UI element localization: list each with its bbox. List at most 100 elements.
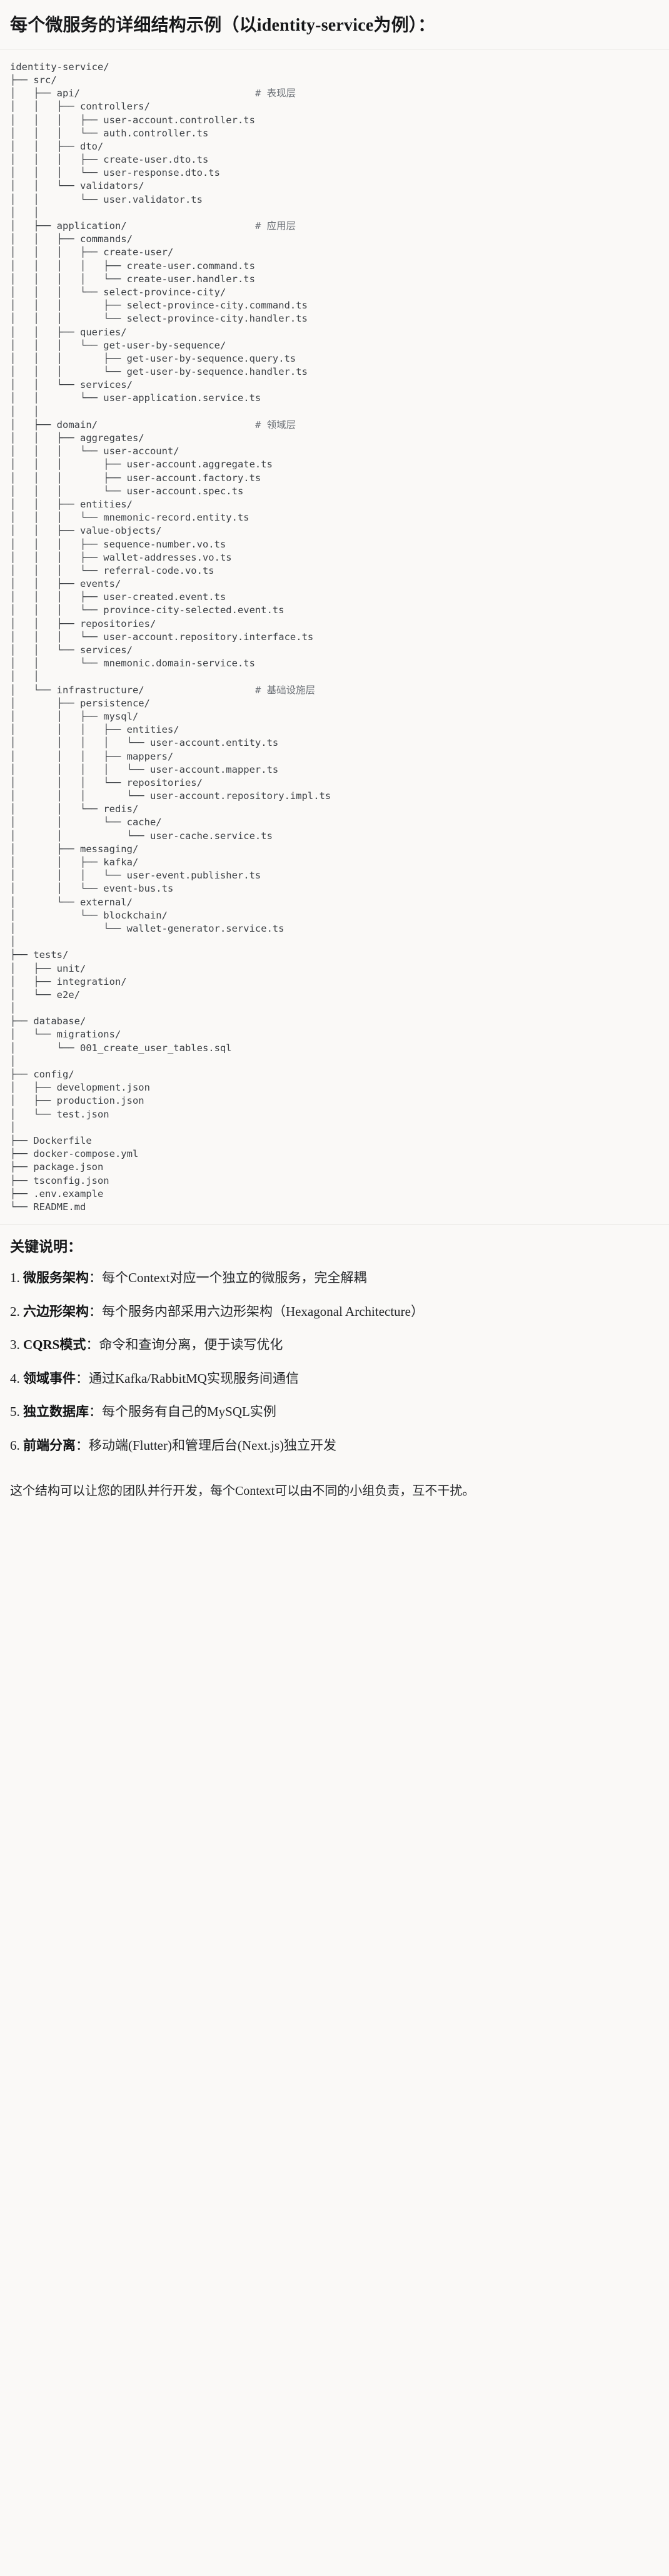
key-point-description: 每个服务有自己的MySQL实例 — [102, 1404, 276, 1420]
tree-line-path: │ │ └── redis/ — [10, 803, 139, 815]
tree-line: │ │ │ ├── create-user/ — [10, 246, 659, 259]
tree-line-path: │ └── migrations/ — [10, 1029, 121, 1041]
tree-line: │ — [10, 1002, 659, 1015]
tree-line-comment: # 应用层 — [254, 220, 296, 232]
tree-line-path: │ ├── application/ — [10, 220, 127, 232]
tree-line: │ └── infrastructure/ # 基础设施层 — [10, 684, 659, 697]
tree-line-path: │ │ │ └── user-account/ — [10, 445, 179, 457]
tree-line: │ │ │ ├── user-created.event.ts — [10, 591, 659, 604]
tree-line: │ │ └── services/ — [10, 379, 659, 392]
tree-line: │ │ │ │ └── create-user.handler.ts — [10, 273, 659, 286]
tree-line: │ ├── messaging/ — [10, 843, 659, 856]
tree-line: │ │ │ │ └── user-account.mapper.ts — [10, 763, 659, 776]
tree-line-comment: # 表现层 — [254, 88, 296, 99]
key-point-term: 前端分离 — [23, 1437, 76, 1453]
key-points-title: 关键说明： — [10, 1239, 82, 1255]
key-point-number: 6. — [10, 1437, 20, 1453]
tree-line-path: │ │ — [10, 206, 39, 218]
tree-line-path: ├── package.json — [10, 1161, 104, 1173]
tree-line: │ │ │ └── user-account.spec.ts — [10, 485, 659, 498]
tree-line: │ ├── domain/ # 领域层 — [10, 419, 659, 432]
tree-line-gap — [98, 419, 255, 430]
tree-line-path: │ │ └── event-bus.ts — [10, 883, 174, 895]
tree-line-path: │ │ └── services/ — [10, 379, 133, 391]
tree-line: ├── Dockerfile — [10, 1134, 659, 1148]
key-point-item: 5. 独立数据库：每个服务有自己的MySQL实例 — [10, 1402, 659, 1422]
tree-line-path: │ │ │ └── user-account.repository.impl.t… — [10, 790, 331, 802]
tree-line: │ — [10, 1121, 659, 1134]
tree-line-gap — [80, 88, 255, 99]
tree-line: │ │ └── redis/ — [10, 803, 659, 816]
tree-line-path: │ ├── persistence/ — [10, 697, 150, 709]
tree-line-path: │ │ ├── value-objects/ — [10, 525, 162, 537]
tree-line-path: │ │ │ └── repositories/ — [10, 776, 203, 788]
tree-line: │ │ │ └── select-province-city/ — [10, 286, 659, 299]
tree-line: │ │ ├── value-objects/ — [10, 524, 659, 537]
key-point-term: CQRS模式 — [23, 1337, 86, 1353]
tree-line-path: │ │ │ └── select-province-city.handler.t… — [10, 313, 308, 325]
tree-line: │ │ └── mnemonic.domain-service.ts — [10, 657, 659, 670]
tree-line-path: │ └── e2e/ — [10, 989, 80, 1000]
tree-line-path: │ └── blockchain/ — [10, 909, 168, 921]
tree-line: │ │ │ └── referral-code.vo.ts — [10, 564, 659, 578]
tree-line: ├── src/ — [10, 74, 659, 87]
tree-line-path: │ ├── messaging/ — [10, 843, 139, 855]
tree-line: │ │ ├── dto/ — [10, 140, 659, 153]
tree-line-path: │ │ │ └── mnemonic-record.entity.ts — [10, 512, 249, 524]
tree-line-path: │ │ ├── repositories/ — [10, 618, 156, 629]
tree-line: │ │ ├── events/ — [10, 578, 659, 591]
tree-line-path: ├── Dockerfile — [10, 1134, 92, 1146]
key-point-separator: ： — [89, 1270, 102, 1286]
tree-line: │ │ │ └── select-province-city.handler.t… — [10, 312, 659, 325]
tree-line-path: │ │ │ └── user-event.publisher.ts — [10, 870, 261, 882]
key-point-term: 微服务架构 — [23, 1270, 89, 1286]
tree-line-path: │ │ ├── commands/ — [10, 233, 133, 245]
tree-line-path: │ └── external/ — [10, 896, 133, 908]
tree-line-path: │ │ │ └── user-account.spec.ts — [10, 485, 244, 497]
tree-line: │ │ │ ├── get-user-by-sequence.query.ts — [10, 352, 659, 365]
key-point-number: 3. — [10, 1337, 20, 1353]
tree-line-path: └── README.md — [10, 1201, 86, 1213]
tree-line: │ └── wallet-generator.service.ts — [10, 922, 659, 935]
key-point-item: 2. 六边形架构：每个服务内部采用六边形架构（Hexagonal Archite… — [10, 1302, 659, 1322]
tree-line: │ │ ├── kafka/ — [10, 856, 659, 869]
tree-line-path: identity-service/ — [10, 61, 109, 73]
tree-line-path: │ │ │ └── auth.controller.ts — [10, 127, 209, 139]
key-point-number: 4. — [10, 1370, 20, 1386]
tree-line: │ │ — [10, 206, 659, 220]
tree-line-path: │ │ │ ├── wallet-addresses.vo.ts — [10, 551, 232, 563]
tree-line: identity-service/ — [10, 61, 659, 74]
tree-line-path: │ │ — [10, 405, 39, 417]
tree-line: │ │ │ │ └── user-account.entity.ts — [10, 736, 659, 750]
tree-line: │ │ │ └── user-account/ — [10, 445, 659, 458]
tree-line-gap — [127, 220, 255, 232]
tree-line: │ └── e2e/ — [10, 989, 659, 1002]
key-point-separator: ： — [89, 1303, 102, 1319]
tree-line-path: │ ├── domain/ — [10, 419, 98, 430]
tree-line: │ │ └── user.validator.ts — [10, 193, 659, 206]
tree-line: │ │ ├── repositories/ — [10, 618, 659, 631]
tree-line: │ │ │ └── user-event.publisher.ts — [10, 869, 659, 882]
tree-line: │ │ │ └── auth.controller.ts — [10, 127, 659, 140]
tree-line: │ │ └── user-cache.service.ts — [10, 830, 659, 843]
closing-note: 这个结构可以让您的团队并行开发，每个Context可以由不同的小组负责，互不干扰… — [10, 1484, 475, 1499]
tree-line: ├── docker-compose.yml — [10, 1148, 659, 1161]
tree-line-path: │ │ │ │ └── user-account.entity.ts — [10, 737, 279, 749]
tree-line-path: │ │ │ ├── user-account.aggregate.ts — [10, 459, 273, 471]
tree-line: ├── database/ — [10, 1015, 659, 1028]
tree-line-path: │ │ └── validators/ — [10, 180, 144, 192]
tree-line: │ │ │ ├── select-province-city.command.t… — [10, 299, 659, 312]
tree-line-path: │ └── 001_create_user_tables.sql — [10, 1042, 232, 1054]
tree-line-path: │ │ │ └── province-city-selected.event.t… — [10, 604, 284, 616]
tree-line: │ │ │ ├── sequence-number.vo.ts — [10, 538, 659, 551]
tree-line: │ │ │ └── get-user-by-sequence.handler.t… — [10, 365, 659, 379]
key-point-term: 独立数据库 — [23, 1404, 89, 1420]
tree-line: │ │ │ ├── user-account.controller.ts — [10, 114, 659, 127]
tree-line: │ │ ├── controllers/ — [10, 100, 659, 113]
tree-line-path: │ ├── integration/ — [10, 975, 127, 987]
tree-line: │ └── test.json — [10, 1108, 659, 1121]
tree-line: │ ├── integration/ — [10, 975, 659, 989]
tree-line: │ │ └── user-application.service.ts — [10, 392, 659, 405]
tree-line: │ │ │ ├── mappers/ — [10, 750, 659, 763]
